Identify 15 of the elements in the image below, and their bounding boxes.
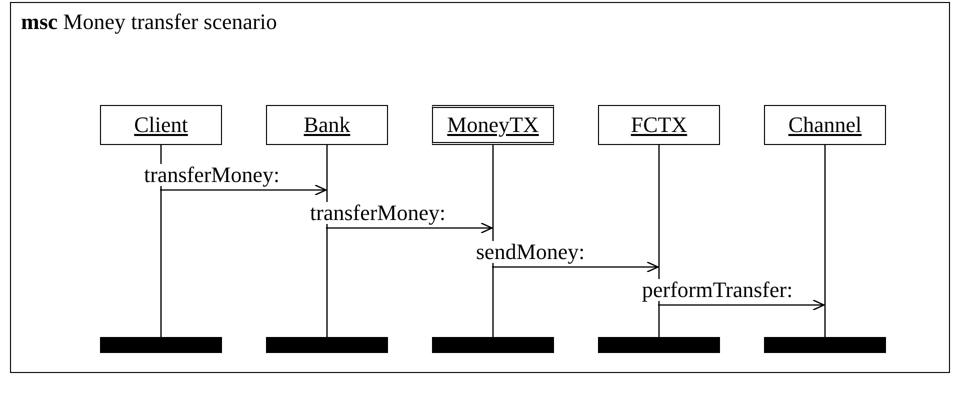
- instance-box: MoneyTX: [432, 105, 554, 145]
- message-label: transferMoney:: [310, 202, 446, 224]
- instance-box: Channel: [764, 105, 886, 145]
- instance-box: Bank: [266, 105, 388, 145]
- instance-box: Client: [100, 105, 222, 145]
- message-arrow: [326, 222, 493, 234]
- message-label: transferMoney:: [144, 164, 280, 186]
- instance-box: FCTX: [598, 105, 720, 145]
- message-arrow: [658, 299, 825, 311]
- message-label: sendMoney:: [476, 241, 585, 263]
- frame-label: msc Money transfer scenario: [21, 9, 277, 35]
- message-label: performTransfer:: [642, 279, 793, 301]
- message-arrow: [160, 184, 327, 196]
- diagram-frame: [10, 2, 950, 373]
- message-arrow: [492, 261, 659, 273]
